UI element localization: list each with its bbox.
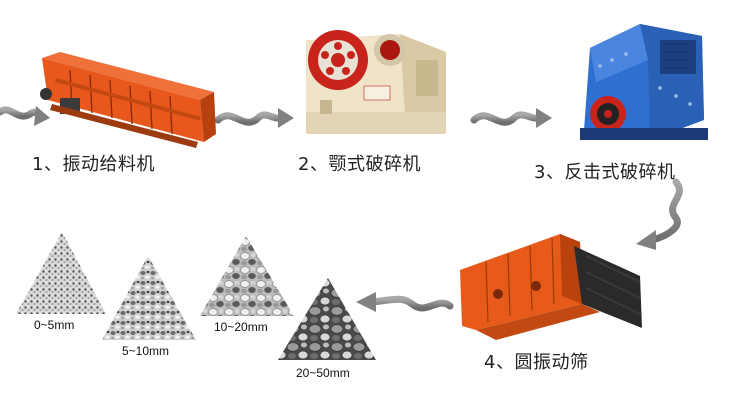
flow-arrow-2-3 [470, 108, 552, 128]
size-label-0-5mm: 0~5mm [34, 318, 75, 332]
flow-arrow-4-products [356, 292, 454, 312]
impact-crusher-image [580, 24, 708, 140]
vibrating-feeder-image [40, 52, 216, 148]
step-label-feeder: 1、振动给料机 [32, 154, 155, 175]
aggregate-pile-0-5mm [16, 232, 106, 314]
aggregate-pile-20-50mm [278, 278, 376, 360]
step-label-impact-crusher: 3、反击式破碎机 [534, 162, 676, 183]
flow-arrow-in [0, 106, 50, 126]
jaw-crusher-image [306, 30, 446, 134]
size-label-20-50mm: 20~50mm [296, 366, 350, 380]
flow-arrow-1-2 [214, 108, 294, 128]
step-label-jaw-crusher: 2、颚式破碎机 [298, 154, 421, 175]
aggregate-pile-5-10mm [102, 256, 196, 340]
size-label-10-20mm: 10~20mm [214, 320, 268, 334]
step-label-vibrating-screen: 4、圆振动筛 [484, 352, 589, 373]
circular-vibrating-screen-image [460, 234, 642, 340]
aggregate-pile-10-20mm [200, 236, 294, 316]
size-label-5-10mm: 5~10mm [122, 344, 170, 358]
flow-arrow-3-4 [636, 178, 683, 250]
